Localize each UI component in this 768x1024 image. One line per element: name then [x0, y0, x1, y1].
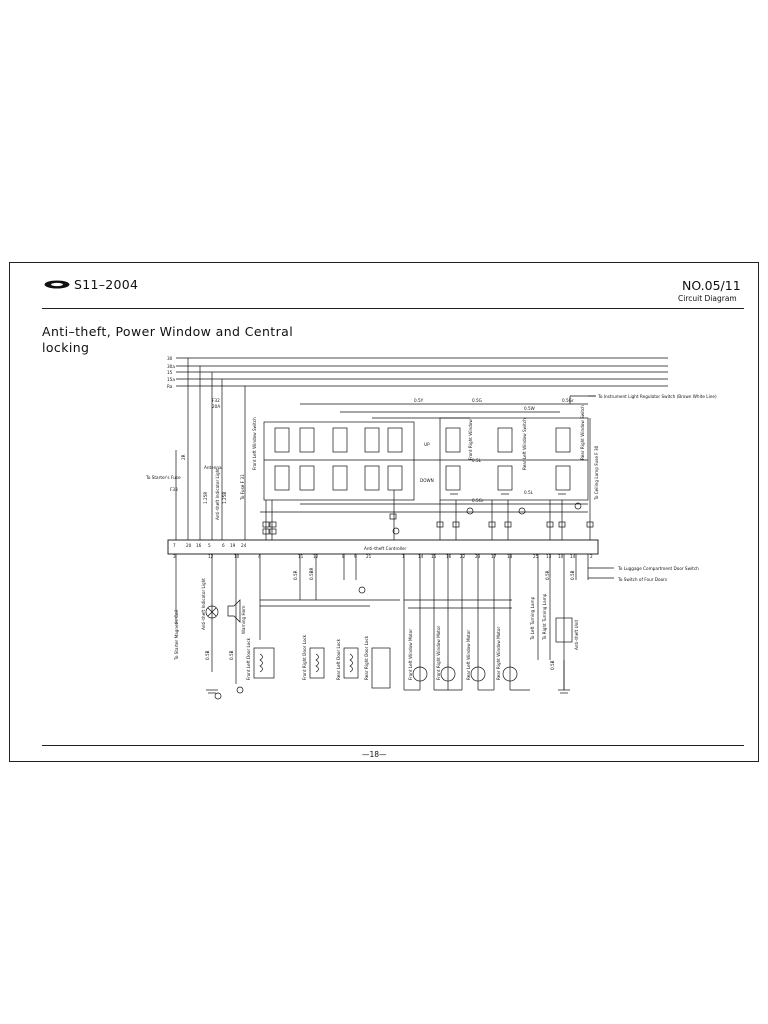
left-turning-lamp-label: To Left Turning Lamp [530, 596, 535, 641]
drawing-sheet-border [9, 262, 759, 762]
rail-label: 15a [167, 377, 175, 382]
pin-label: 19 [230, 543, 236, 548]
brand-logo [44, 280, 70, 289]
pin-label: 16 [446, 554, 452, 559]
wire-code: 0.5R [293, 570, 298, 580]
warning-horn-label: Warning Horn [241, 605, 246, 634]
ref-luggage-switch: To Luggage Compartment Door Switch [617, 566, 699, 571]
ref-starter-coil: To Starter Magnetic Coil [174, 610, 179, 661]
pin-label: 11 [298, 554, 304, 559]
rear-left-switch-label: Rear Left Window Switch [522, 418, 527, 470]
header-divider [42, 308, 744, 309]
ref-fuse-f31: To Fuse F 31 [240, 474, 245, 501]
wire-code: 0.5L [524, 490, 534, 495]
pin-label: 13 [546, 554, 552, 559]
rail-label: 30 [167, 356, 173, 361]
ref-four-doors: To Switch of Four Doors [617, 577, 667, 582]
wire-code: 1.25R [203, 492, 208, 504]
pin-label: 4 [258, 554, 261, 559]
pin-label: 18 [507, 554, 513, 559]
controller-label: Anti–theft Controller [364, 546, 407, 551]
fuse-label: F32 [212, 398, 220, 403]
wire-code: 0.5BR [309, 567, 314, 580]
fuse-rating: 20A [212, 404, 220, 409]
front-right-switch-label: Front Right Window [468, 419, 473, 460]
indicator-light-label: Anti–theft Indicator Light [215, 468, 220, 520]
ref-antenna: Antenna [204, 465, 222, 470]
pin-label: 10 [558, 554, 564, 559]
pin-label: 22 [460, 554, 466, 559]
wire-code: 0.5Y [414, 398, 424, 403]
rail-label: 30a [167, 364, 175, 369]
wire-code: 1.25B [222, 492, 227, 504]
pin-label: 25 [533, 554, 539, 559]
pin-label: 12 [313, 554, 319, 559]
ref-starter-fuse: To Starter's Fuse [145, 475, 181, 480]
pin-label: 15 [431, 554, 437, 559]
wire-code: 0.5W [524, 406, 535, 411]
rail-label: Ra [167, 384, 173, 389]
pin-label: 14 [418, 554, 424, 559]
switch-state-up: UP [424, 442, 430, 447]
front-left-lock-label: Front Left Door Lock [246, 637, 251, 680]
rear-right-motor-label: Rear Right Window Motor [496, 627, 501, 680]
front-right-lock-label: Front Right Door Lock [302, 634, 307, 680]
wire-code: 0.5B [229, 650, 234, 660]
pin-label: 16 [196, 543, 202, 548]
pin-label: 5 [208, 543, 211, 548]
pin-label: 20 [186, 543, 192, 548]
indicator-light-label: Anti–theft Indicator Light [201, 578, 206, 630]
page-number: —18— [362, 750, 387, 759]
pin-label: 3 [173, 554, 176, 559]
wire-code: 2R [181, 454, 186, 460]
rail-label: 15 [167, 370, 173, 375]
pin-label: 9 [354, 554, 357, 559]
pin-label: 8 [342, 554, 345, 559]
footer-divider [42, 745, 744, 746]
ref-ceiling-lamp-fuse: To Ceiling Lamp Fuse F 30 [594, 445, 599, 501]
pin-label: 17 [491, 554, 497, 559]
front-left-switch-label: Front Left Window Switch [252, 417, 257, 470]
pin-label: 6 [222, 543, 225, 548]
front-right-motor-label: Front Right Window Motor [436, 625, 441, 680]
page-title: Anti–theft, Power Window and Central loc… [42, 324, 294, 355]
pin-label: 12 [208, 554, 214, 559]
model-number: S11–2004 [74, 277, 139, 292]
ref-instrument-light: To Instrument Light Regulator Switch (Br… [597, 394, 717, 399]
pin-label: 1 [402, 554, 405, 559]
rear-left-lock-label: Rear Left Door Lock [336, 638, 341, 680]
wire-code: 0.5Gr [562, 398, 574, 403]
rear-right-switch-label: Rear Right Window Switch [580, 405, 585, 460]
right-turning-lamp-label: To Right Turning Lamp [542, 593, 547, 641]
rear-right-lock-label: Rear Right Door Lock [364, 635, 369, 680]
wire-code: 0.5B [570, 570, 575, 580]
pin-label: 10 [234, 554, 240, 559]
switch-state-down: DOWN [420, 478, 434, 483]
document-type: Circuit Diagram [678, 294, 737, 303]
rear-left-motor-label: Rear Left Window Motor [466, 630, 471, 680]
wire-code: 0.5B [205, 650, 210, 660]
wire-code: 0.5L [472, 458, 482, 463]
wire-code: 0.5B [550, 660, 555, 670]
anti-theft-unit-label: Anti–theft Unit [574, 619, 579, 650]
fuse-label: F33 [170, 487, 178, 492]
pin-label: 21 [366, 554, 372, 559]
front-left-motor-label: Front Left Window Motor [408, 629, 413, 680]
pin-label: 2 [590, 554, 593, 559]
document-number: NO.05/11 [682, 278, 741, 293]
pin-label: 24 [241, 543, 247, 548]
wire-code: 0.5Gr [472, 498, 484, 503]
pin-label: 14 [570, 554, 576, 559]
pin-label: 23 [475, 554, 481, 559]
pin-label: 7 [173, 543, 176, 548]
wire-code: 0.5G [472, 398, 482, 403]
wire-code: 0.5R [545, 570, 550, 580]
